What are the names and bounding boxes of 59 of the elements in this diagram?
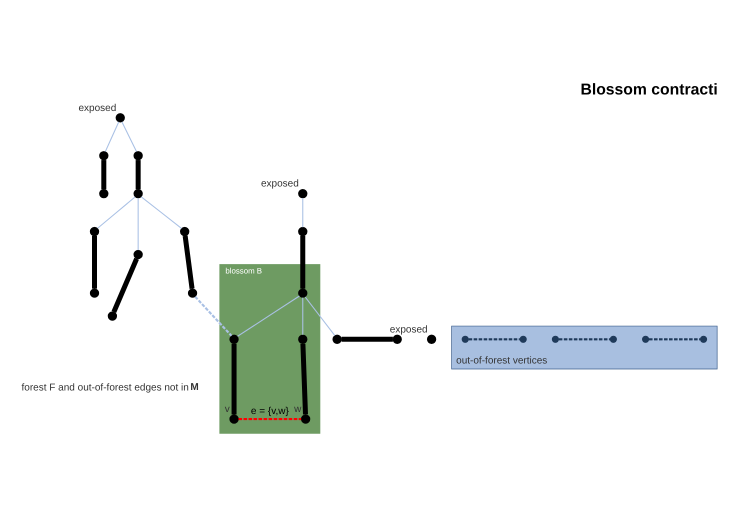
connector	[468, 338, 520, 340]
node-circle	[462, 336, 469, 343]
connector	[302, 298, 304, 335]
connector	[194, 296, 232, 337]
connector	[138, 198, 139, 250]
connector	[121, 122, 137, 152]
node-circle	[610, 336, 617, 343]
connector	[300, 236, 306, 289]
connector	[104, 122, 120, 152]
node-circle	[298, 288, 308, 298]
node-circle	[229, 414, 239, 424]
node-circle	[298, 226, 308, 236]
node-label: w	[294, 404, 302, 416]
connector	[238, 418, 302, 420]
node-circle	[520, 336, 527, 343]
connector	[302, 198, 304, 228]
connector	[300, 344, 308, 415]
diagram-title: Blossom contracti	[580, 82, 718, 99]
node-circle	[180, 226, 190, 236]
edge-label: e = {v,w}	[250, 406, 289, 418]
node-circle	[90, 288, 100, 298]
node-circle	[642, 336, 650, 343]
connector	[140, 196, 182, 229]
node-circle	[700, 336, 708, 343]
node-circle	[116, 113, 125, 122]
node-circle	[134, 151, 143, 160]
connector	[182, 236, 195, 289]
connector	[92, 236, 97, 289]
node-label: exposed	[260, 178, 299, 190]
connector	[112, 258, 139, 313]
connector	[232, 344, 237, 414]
node-circle	[134, 250, 143, 260]
connector	[136, 160, 141, 190]
node-circle	[298, 334, 308, 344]
node-circle	[552, 336, 559, 343]
connector	[648, 338, 700, 340]
connector	[237, 296, 300, 337]
node-circle	[392, 334, 402, 344]
node-label: exposed	[78, 102, 116, 114]
connector	[97, 196, 136, 229]
node-circle	[134, 189, 143, 198]
node-circle	[188, 288, 198, 298]
node-circle	[298, 189, 308, 198]
node-circle	[108, 311, 118, 321]
node-circle	[99, 151, 108, 160]
connector	[342, 336, 393, 342]
node-circle	[426, 334, 436, 344]
node-circle	[300, 414, 310, 424]
cluster: out-of-forest vertices	[451, 326, 718, 370]
node-circle	[229, 334, 239, 344]
connector	[101, 160, 106, 190]
node-circle	[99, 189, 108, 198]
node-circle	[332, 334, 342, 344]
node-label: v	[224, 404, 230, 416]
node-label: exposed	[390, 324, 428, 336]
node-circle	[90, 226, 100, 236]
connector	[558, 338, 610, 340]
label: forest F and out-of-forest edges not in M	[22, 382, 199, 394]
connector	[304, 296, 336, 336]
